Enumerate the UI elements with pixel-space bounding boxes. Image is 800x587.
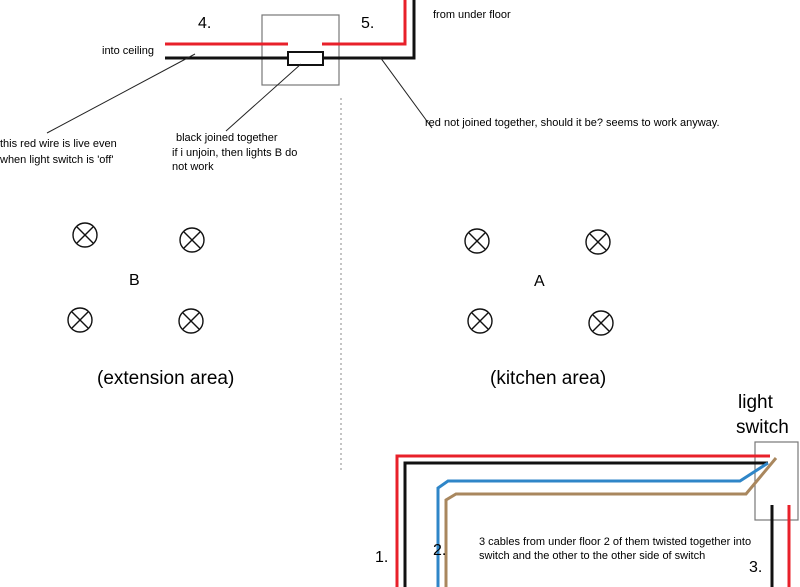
leader-black-joined bbox=[225, 63, 302, 132]
label-4: 4. bbox=[198, 15, 211, 32]
label-5: 5. bbox=[361, 15, 374, 32]
label-into-ceiling: into ceiling bbox=[102, 45, 154, 57]
note-red-live-1: this red wire is live even bbox=[0, 138, 117, 150]
note-black-joined-1: black joined together bbox=[176, 132, 278, 144]
lamp-icon bbox=[585, 229, 611, 255]
cable-2-blue bbox=[436, 461, 769, 587]
label-1: 1. bbox=[375, 549, 388, 566]
lamp-icon bbox=[178, 308, 204, 334]
note-black-joined-3: not work bbox=[172, 161, 214, 173]
lamp-icon bbox=[467, 308, 493, 334]
label-3: 3. bbox=[749, 559, 762, 576]
lamp-icon bbox=[67, 307, 93, 333]
leader-red-live bbox=[46, 53, 196, 134]
note-red-not-joined: red not joined together, should it be? s… bbox=[425, 117, 720, 129]
cable-1-black bbox=[403, 461, 768, 587]
label-extension-area: (extension area) bbox=[97, 368, 234, 389]
label-group-b: B bbox=[129, 272, 140, 289]
light-switch-box bbox=[754, 441, 799, 521]
label-group-a: A bbox=[534, 273, 545, 290]
lamp-group-a bbox=[464, 228, 614, 336]
label-kitchen-area: (kitchen area) bbox=[490, 368, 606, 389]
note-cables-1: 3 cables from under floor 2 of them twis… bbox=[479, 536, 751, 548]
lamp-icon bbox=[588, 310, 614, 336]
cable-1-red bbox=[395, 454, 770, 587]
label-2: 2. bbox=[433, 542, 446, 559]
wire-5-red bbox=[322, 0, 407, 46]
label-from-under-floor: from under floor bbox=[433, 9, 511, 21]
cable-2-brown bbox=[444, 457, 778, 587]
lamp-group-b bbox=[67, 222, 205, 334]
terminal-block-icon bbox=[287, 51, 324, 66]
note-cables-2: switch and the other to the other side o… bbox=[479, 550, 705, 562]
leader-red-not-joined bbox=[379, 56, 433, 129]
label-light: light bbox=[738, 392, 774, 413]
lamp-icon bbox=[72, 222, 98, 248]
wire-5-black bbox=[323, 0, 416, 60]
junction-box bbox=[261, 14, 340, 86]
note-black-joined-2: if i unjoin, then lights B do bbox=[172, 147, 297, 159]
lamp-icon bbox=[464, 228, 490, 254]
label-switch: switch bbox=[736, 417, 789, 438]
note-red-live-2: when light switch is 'off' bbox=[0, 154, 113, 166]
lamp-icon bbox=[179, 227, 205, 253]
